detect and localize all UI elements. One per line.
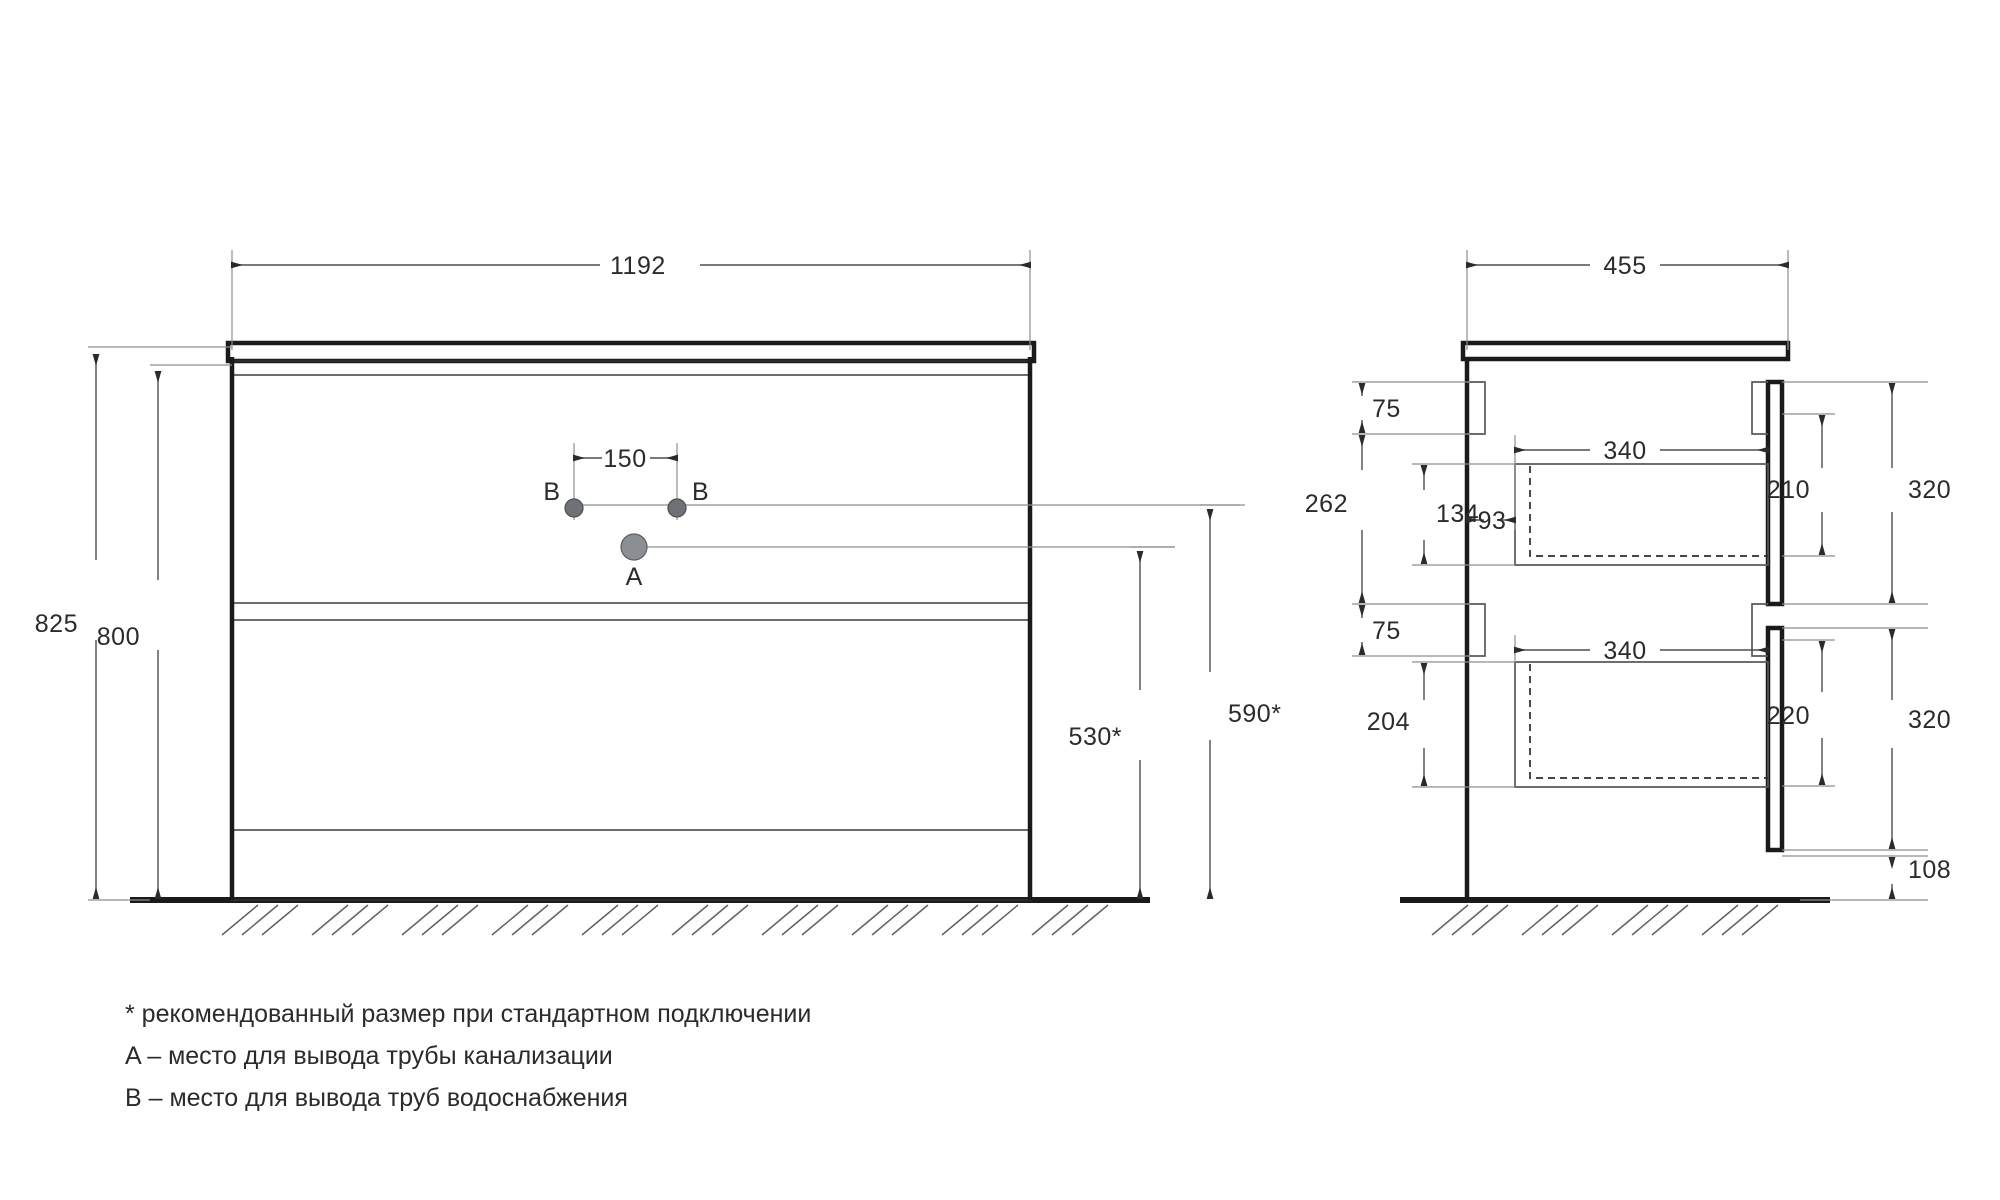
dim-upper-drawer-height: 134 xyxy=(1436,500,1479,528)
dim-water-height: 590* xyxy=(1228,700,1281,728)
upper-drawer-box xyxy=(1514,463,1769,566)
legend-block: * рекомендованный размер при стандартном… xyxy=(125,1000,811,1112)
dim-port-spacing: 150 xyxy=(603,445,646,473)
port-b-left-icon xyxy=(564,498,584,518)
label-port-a: A xyxy=(626,563,643,591)
side-section-view: 455 75 262 134 xyxy=(1305,250,1951,936)
dimension-lower-panel-320: 320 xyxy=(1782,627,1951,851)
dimension-plinth-108: 108 xyxy=(1782,855,1951,901)
dimension-height-825: 825 xyxy=(35,346,232,901)
dimension-upper-front-210: 210 xyxy=(1767,413,1835,557)
dimension-lower-front-220: 220 xyxy=(1767,639,1835,787)
lower-drawer-box xyxy=(1514,661,1769,788)
dimension-lower-drawer-depth-340: 340 xyxy=(1514,635,1769,665)
dimension-upper-panel-320: 320 xyxy=(1782,381,1951,605)
water-supply-ports: B B xyxy=(543,478,1240,518)
dimension-width-1192: 1192 xyxy=(231,250,1031,350)
dimension-drain-height-530: 530* xyxy=(1069,546,1175,899)
dim-side-depth: 455 xyxy=(1603,252,1646,280)
label-port-b-right: B xyxy=(692,478,709,506)
dim-top-gap: 75 xyxy=(1372,395,1401,423)
dim-upper-front-height: 210 xyxy=(1767,476,1810,504)
label-port-b-left: B xyxy=(543,478,560,506)
dimension-drawer-inset-93: 93 xyxy=(1466,460,1516,535)
dim-mid-gap: 75 xyxy=(1372,617,1401,645)
dimension-upper-section-262: 262 xyxy=(1305,435,1366,603)
dimension-upper-drawer-134: 134 xyxy=(1412,463,1515,566)
dim-plinth-height: 108 xyxy=(1908,856,1951,884)
dimension-top-gap-75: 75 xyxy=(1352,381,1470,435)
legend-line-1: * рекомендованный размер при стандартном… xyxy=(125,1000,811,1028)
side-floor xyxy=(1400,897,1830,936)
dim-upper-drawer-depth: 340 xyxy=(1603,437,1646,465)
dimension-lower-drawer-204: 204 xyxy=(1367,661,1515,788)
dimension-water-height-590: 590* xyxy=(1200,504,1281,899)
dimension-depth-455: 455 xyxy=(1466,250,1789,350)
dimension-height-800: 800 xyxy=(97,364,232,899)
dim-drawer-inset: 93 xyxy=(1478,507,1507,535)
dimension-mid-gap-75: 75 xyxy=(1352,603,1470,657)
port-a-icon xyxy=(620,533,648,561)
drain-port: A xyxy=(620,533,1175,591)
dim-lower-front-height: 220 xyxy=(1767,702,1810,730)
dim-upper-panel-height: 320 xyxy=(1908,476,1951,504)
dim-lower-panel-height: 320 xyxy=(1908,706,1951,734)
dim-lower-drawer-height: 204 xyxy=(1367,708,1410,736)
dim-front-width: 1192 xyxy=(610,252,666,280)
dim-upper-section: 262 xyxy=(1305,490,1348,518)
port-b-right-icon xyxy=(667,498,687,518)
front-floor xyxy=(130,897,1150,936)
legend-line-3: B – место для вывода труб водоснабжения xyxy=(125,1084,628,1112)
dim-drain-height: 530* xyxy=(1069,723,1122,751)
dim-front-height-total: 825 xyxy=(35,610,78,638)
front-elevation-view: 1192 825 800 xyxy=(35,250,1281,936)
dimension-port-spacing-150: 150 xyxy=(573,443,678,520)
legend-line-2: A – место для вывода трубы канализации xyxy=(125,1042,613,1070)
dimension-upper-drawer-depth-340: 340 xyxy=(1514,435,1769,465)
dim-front-height-body: 800 xyxy=(97,623,140,651)
dim-lower-drawer-depth: 340 xyxy=(1603,637,1646,665)
